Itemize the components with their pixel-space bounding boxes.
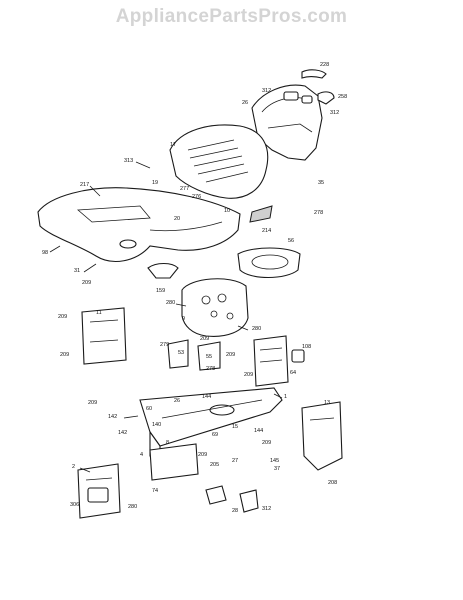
- callout-280: 280: [128, 504, 137, 510]
- part-108[interactable]: [291, 349, 305, 363]
- callout-144: 144: [202, 394, 211, 400]
- bracket-55[interactable]: [197, 341, 221, 371]
- callout-280: 280: [252, 326, 261, 332]
- callout-27: 27: [232, 458, 238, 464]
- callout-74: 74: [152, 488, 158, 494]
- callout-8: 8: [166, 440, 169, 446]
- callout-53: 53: [178, 350, 184, 356]
- hitch-bracket[interactable]: [149, 443, 199, 481]
- callout-142: 142: [108, 414, 117, 420]
- callout-11: 11: [96, 310, 102, 316]
- fender[interactable]: [37, 187, 241, 262]
- callout-108: 108: [302, 344, 311, 350]
- callout-26: 26: [242, 100, 248, 106]
- callout-144: 144: [254, 428, 263, 434]
- callout-209: 209: [58, 314, 67, 320]
- callout-10: 10: [224, 208, 230, 214]
- callout-276: 276: [192, 194, 201, 200]
- console-9[interactable]: [181, 278, 249, 337]
- callout-312: 312: [330, 110, 339, 116]
- callout-214: 214: [262, 228, 271, 234]
- callout-140: 140: [152, 422, 161, 428]
- callout-labels: 228 312 26 258 312 17 313 19 277 276 217…: [42, 62, 347, 514]
- callout-145: 145: [270, 458, 279, 464]
- callout-209: 209: [262, 440, 271, 446]
- dash-panel[interactable]: [251, 84, 323, 161]
- callout-306: 306: [70, 502, 79, 508]
- callout-37: 37: [274, 466, 280, 472]
- callout-142: 142: [118, 430, 127, 436]
- callout-277: 277: [180, 186, 189, 192]
- callout-60: 60: [146, 406, 152, 412]
- callout-56: 56: [288, 238, 294, 244]
- callout-312: 312: [262, 506, 271, 512]
- callout-278: 278: [314, 210, 323, 216]
- callout-205: 205: [210, 462, 219, 468]
- cup-holder-159[interactable]: [147, 262, 179, 279]
- callout-4: 4: [140, 452, 143, 458]
- callout-69: 69: [212, 432, 218, 438]
- callout-17: 17: [170, 142, 176, 148]
- callout-313: 313: [124, 158, 133, 164]
- bracket-bottom-1[interactable]: [205, 485, 227, 505]
- callout-1: 1: [284, 394, 287, 400]
- callout-13: 13: [324, 400, 330, 406]
- callout-228: 228: [320, 62, 329, 68]
- callout-20: 20: [174, 216, 180, 222]
- callout-159: 159: [156, 288, 165, 294]
- leader-lines: [49, 161, 283, 473]
- callout-19: 19: [152, 180, 158, 186]
- callout-258: 258: [338, 94, 347, 100]
- callout-2: 2: [72, 464, 75, 470]
- rear-plate-2[interactable]: [77, 463, 121, 519]
- side-panel-11[interactable]: [81, 307, 127, 365]
- cap-258[interactable]: [317, 91, 335, 105]
- callout-209: 209: [60, 352, 69, 358]
- bracket-214[interactable]: [249, 205, 273, 223]
- callout-209: 209: [244, 372, 253, 378]
- callout-217: 217: [80, 182, 89, 188]
- callout-209: 209: [200, 336, 209, 342]
- bracket-bottom-2[interactable]: [239, 489, 259, 513]
- callout-280: 280: [166, 300, 175, 306]
- side-panel-13[interactable]: [301, 401, 343, 471]
- callout-35: 35: [318, 180, 324, 186]
- callout-28: 28: [232, 508, 238, 514]
- hood[interactable]: [169, 124, 269, 199]
- callout-279: 279: [160, 342, 169, 348]
- callout-55: 55: [206, 354, 212, 360]
- callout-209: 209: [198, 452, 207, 458]
- callout-278: 278: [206, 366, 215, 372]
- callout-98: 98: [42, 250, 48, 256]
- knob-228[interactable]: [301, 69, 327, 79]
- callout-312: 312: [262, 88, 271, 94]
- bracket-53[interactable]: [167, 339, 189, 369]
- seat-pan-56[interactable]: [237, 247, 301, 278]
- callout-209: 209: [82, 280, 91, 286]
- bracket-64[interactable]: [253, 335, 289, 387]
- callout-209: 209: [88, 400, 97, 406]
- callout-26: 26: [174, 398, 180, 404]
- callout-208: 208: [328, 480, 337, 486]
- callout-31: 31: [74, 268, 80, 274]
- callout-15: 15: [232, 424, 238, 430]
- watermark-text: AppliancePartsPros.com: [115, 6, 348, 27]
- callout-9: 9: [182, 316, 185, 322]
- callout-209: 209: [226, 352, 235, 358]
- callout-64: 64: [290, 370, 296, 376]
